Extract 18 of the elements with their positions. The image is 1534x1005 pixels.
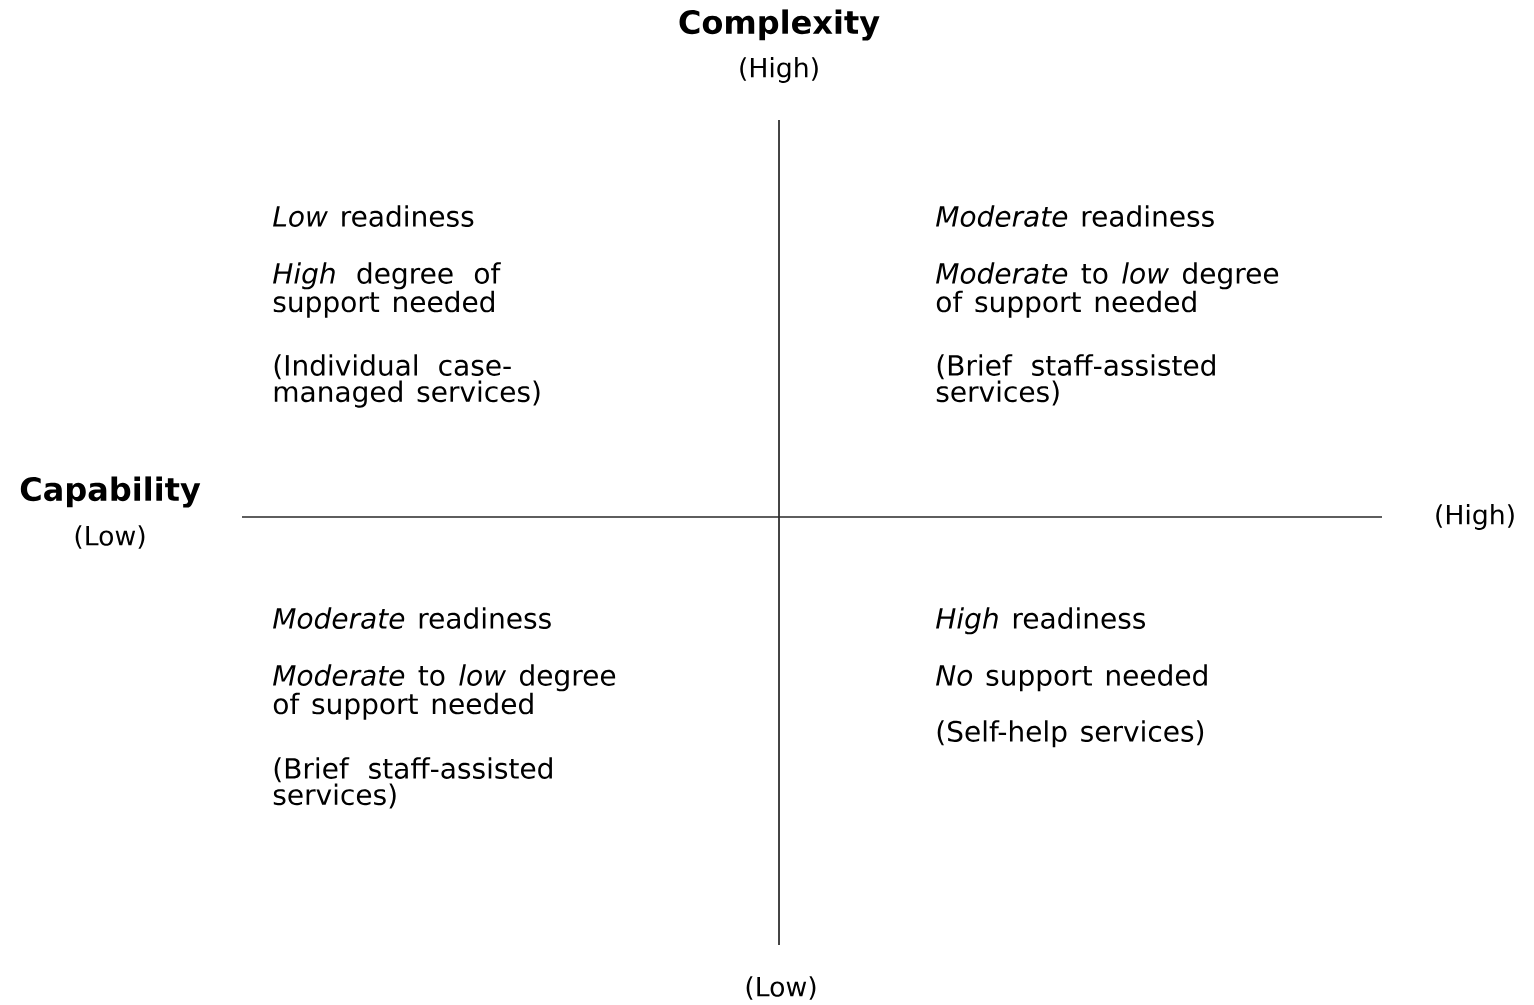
- quadrant-text: No support needed: [936, 664, 1207, 692]
- axis-end-label: (High): [1436, 504, 1514, 530]
- axis-title: Complexity: [679, 9, 880, 41]
- axis-title: Capability: [20, 476, 201, 508]
- quadrant-text: Moderate to low degree of support needed: [273, 664, 616, 720]
- quadrant-text: (Individual case-managed services): [274, 354, 540, 408]
- quadrant-text: (Brief staff-assisted services): [273, 757, 552, 809]
- quadrant-text: High degree of support needed: [273, 262, 501, 318]
- quadrant-text: Moderate readiness: [936, 205, 1214, 227]
- quadrant-text: Moderate to low degree of support needed: [936, 262, 1279, 318]
- axis-end-label: (High): [740, 57, 818, 83]
- quadrant-text: Moderate readiness: [273, 607, 551, 629]
- quadrant-text: (Brief staff-assisted services): [936, 354, 1215, 406]
- quadrant-text: Low readiness: [273, 205, 474, 227]
- quadrant-text: High readiness: [936, 607, 1146, 635]
- axis-end-label: (Low): [746, 976, 816, 1000]
- axis-end-label: (Low): [75, 525, 145, 549]
- quadrant-text: (Self-help services): [937, 720, 1204, 748]
